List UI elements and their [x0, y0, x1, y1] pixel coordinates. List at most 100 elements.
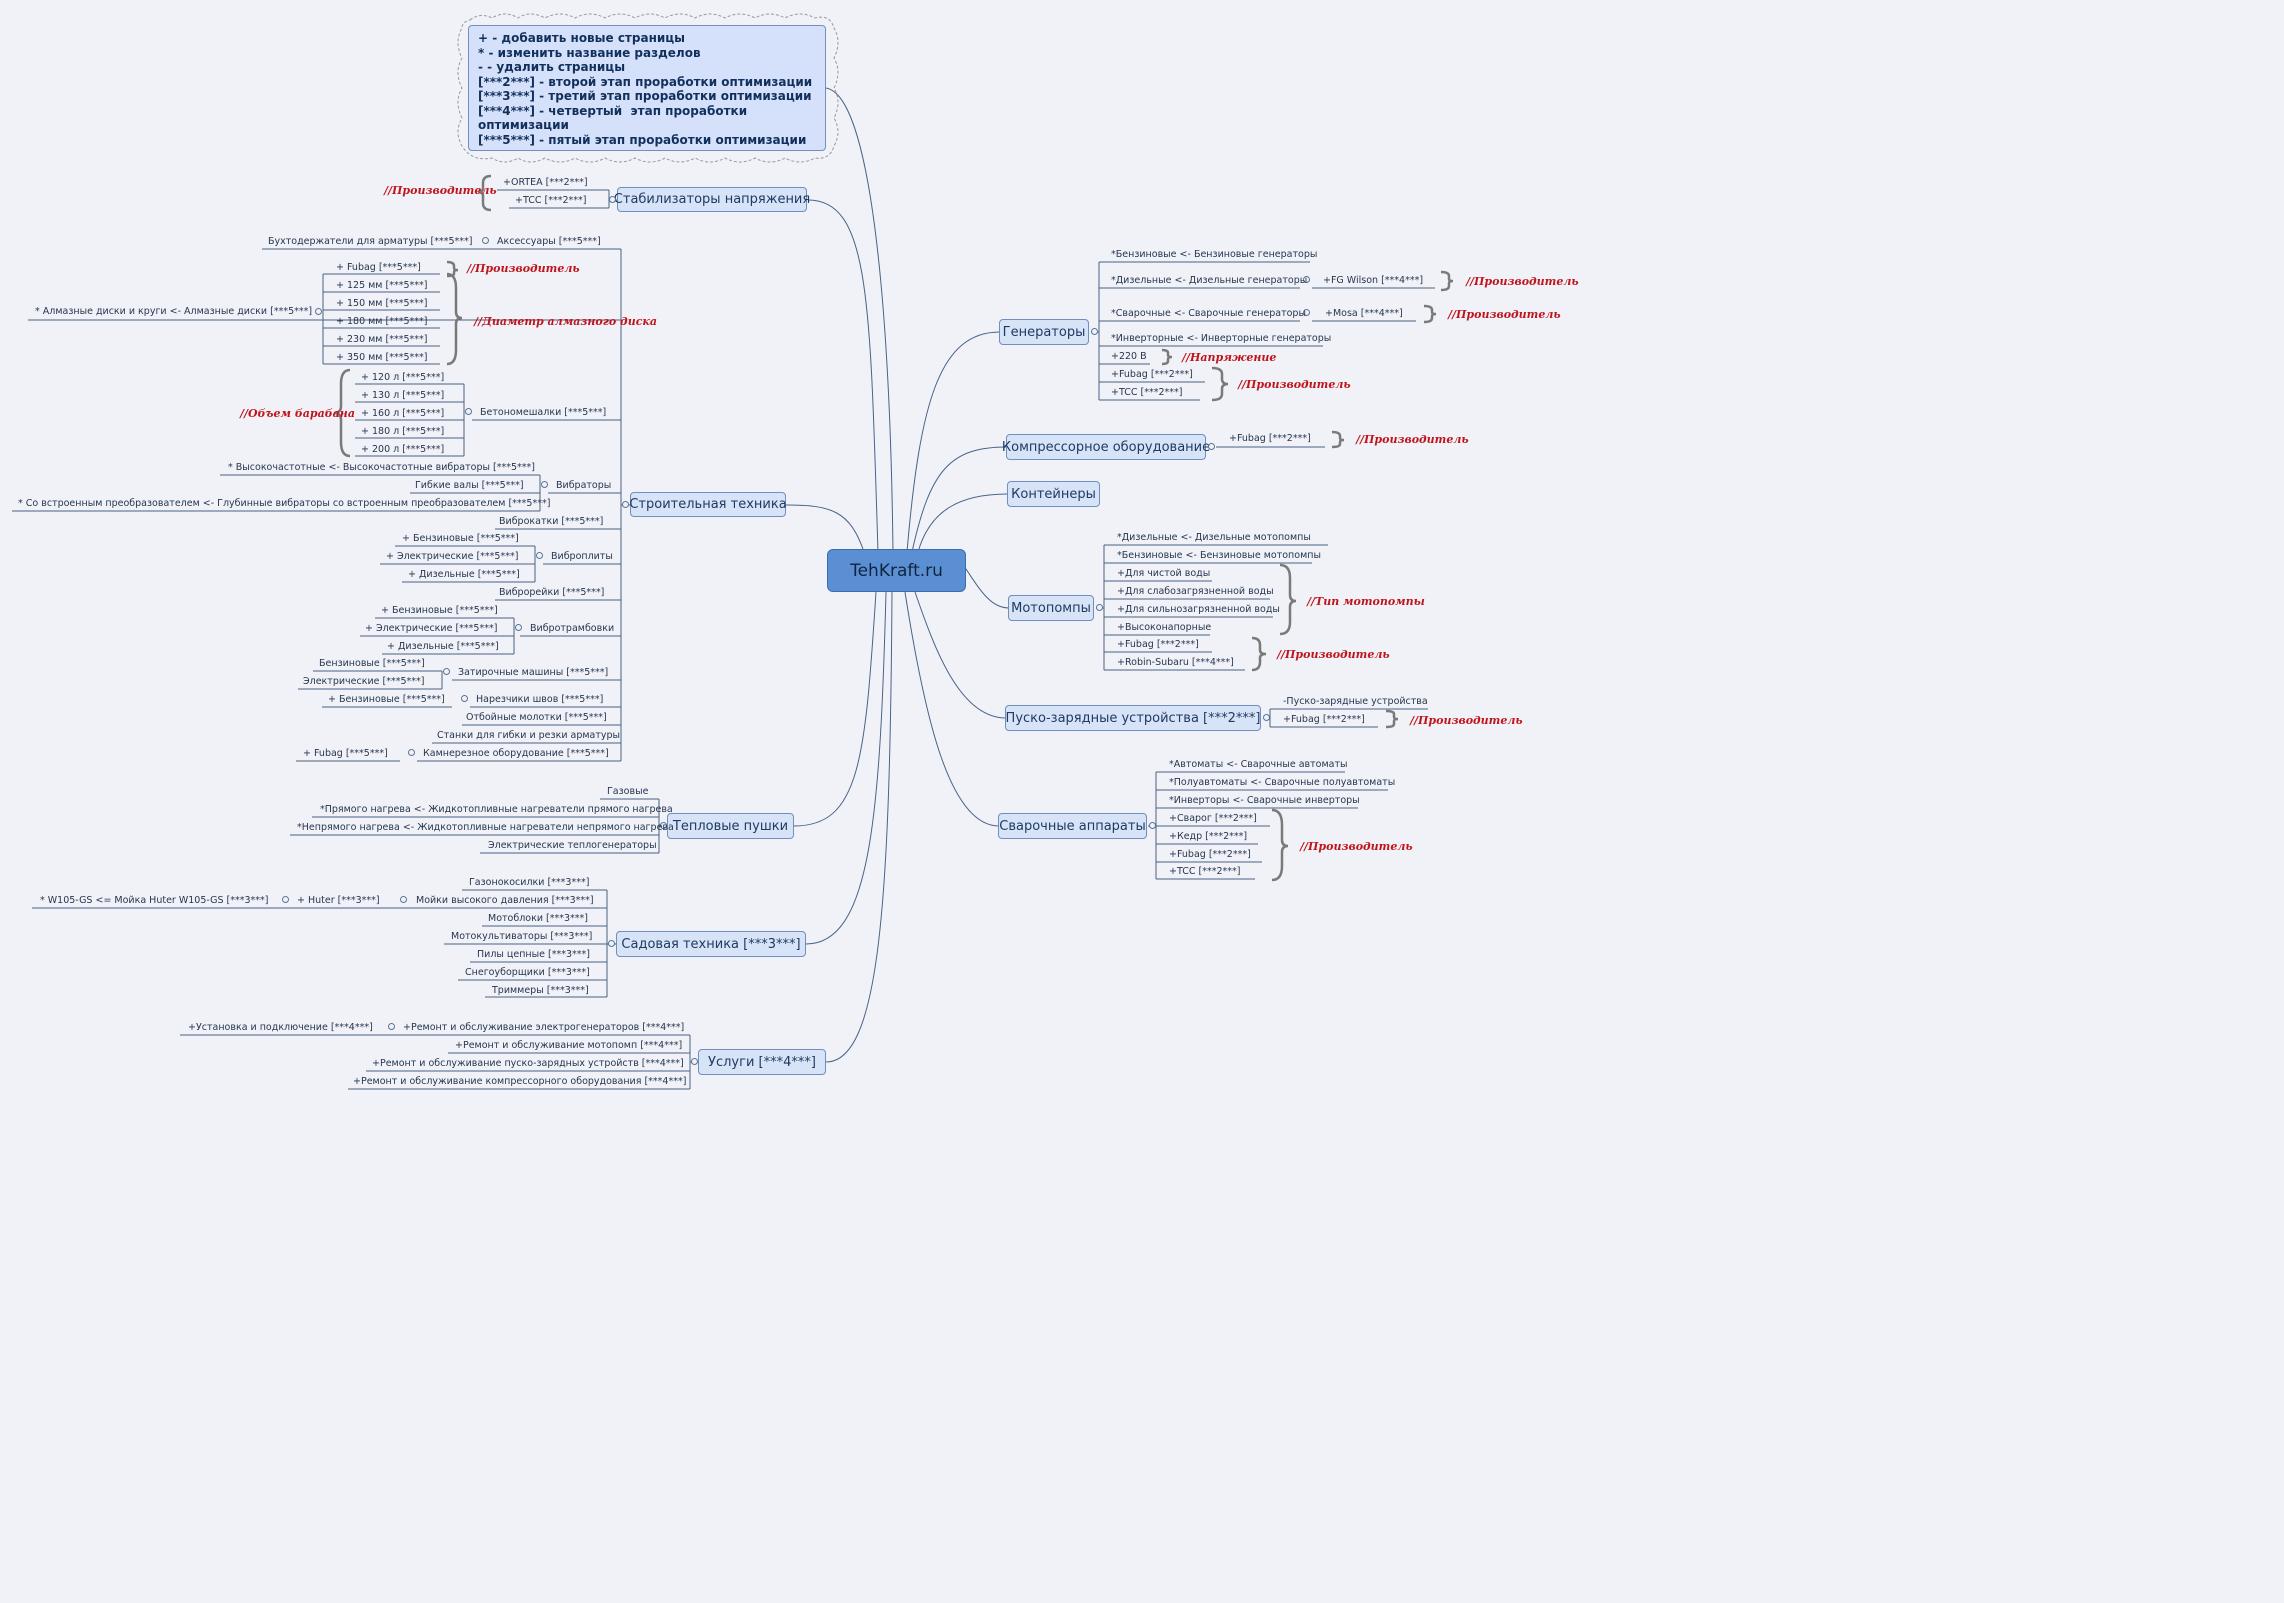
collapse-toggle[interactable]	[609, 196, 616, 203]
construction-item[interactable]: * Алмазные диски и круги <- Алмазные дис…	[35, 306, 313, 317]
generator-item[interactable]: +TCC [***2***]	[1111, 387, 1183, 398]
disc-item[interactable]: + 180 мм [***5***]	[336, 316, 428, 327]
topic-stabilizers[interactable]: Стабилизаторы напряжения	[614, 187, 810, 212]
disc-item[interactable]: + 350 мм [***5***]	[336, 352, 428, 363]
pump-item[interactable]: +Fubag [***2***]	[1117, 639, 1199, 650]
construction-item[interactable]: Вибраторы	[556, 480, 612, 491]
construction-item[interactable]: Бетономешалки [***5***]	[480, 407, 607, 418]
collapse-toggle[interactable]	[388, 1023, 395, 1030]
garden-item[interactable]: * W105-GS <= Мойка Huter W105-GS [***3**…	[40, 895, 269, 906]
collapse-toggle[interactable]	[482, 237, 489, 244]
generator-item[interactable]: *Бензиновые <- Бензиновые генераторы	[1111, 249, 1318, 260]
generator-item[interactable]: *Сварочные <- Сварочные генераторы	[1111, 308, 1306, 319]
vibroplate-item[interactable]: + Электрические [***5***]	[386, 551, 519, 562]
heat-gun-item[interactable]: Газовые	[607, 786, 649, 797]
service-item[interactable]: +Ремонт и обслуживание компрессорного об…	[353, 1076, 687, 1087]
collapse-toggle[interactable]	[465, 408, 472, 415]
construction-item[interactable]: Отбойные молотки [***5***]	[466, 712, 607, 723]
construction-item[interactable]: Нарезчики швов [***5***]	[476, 694, 604, 705]
collapse-toggle[interactable]	[541, 481, 548, 488]
collapse-toggle[interactable]	[315, 308, 322, 315]
collapse-toggle[interactable]	[536, 552, 543, 559]
garden-item[interactable]: Мойки высокого давления [***3***]	[416, 895, 594, 906]
collapse-toggle[interactable]	[443, 668, 450, 675]
collapse-toggle[interactable]	[1149, 822, 1156, 829]
topic-generators[interactable]: Генераторы	[999, 319, 1089, 345]
collapse-toggle[interactable]	[1091, 328, 1098, 335]
generator-item[interactable]: *Дизельные <- Дизельные генераторы	[1111, 275, 1308, 286]
construction-item[interactable]: Бухтодержатели для арматуры [***5***]	[268, 236, 473, 247]
vibrator-item[interactable]: * Высокочастотные <- Высокочастотные виб…	[228, 462, 535, 473]
generator-item[interactable]: +Mosa [***4***]	[1325, 308, 1403, 319]
topic-pumps[interactable]: Мотопомпы	[1008, 595, 1094, 621]
topic-heat-guns[interactable]: Тепловые пушки	[667, 813, 794, 839]
collapse-toggle[interactable]	[622, 501, 629, 508]
vibrator-item[interactable]: * Со встроенным преобразователем <- Глуб…	[18, 498, 551, 509]
welding-item[interactable]: *Инверторы <- Сварочные инверторы	[1169, 795, 1360, 806]
garden-item[interactable]: Мотоблоки [***3***]	[488, 913, 588, 924]
welding-item[interactable]: +Кедр [***2***]	[1169, 831, 1248, 842]
topic-services[interactable]: Услуги [***4***]	[698, 1049, 826, 1075]
pump-item[interactable]: *Дизельные <- Дизельные мотопомпы	[1117, 532, 1311, 543]
mixer-item[interactable]: + 160 л [***5***]	[361, 408, 445, 419]
vibroplate-item[interactable]: + Дизельные [***5***]	[408, 569, 520, 580]
construction-item[interactable]: Виброплиты	[551, 551, 613, 562]
starter-item[interactable]: +Fubag [***2***]	[1283, 714, 1365, 725]
starter-item[interactable]: -Пуско-зарядные устройства	[1283, 696, 1428, 707]
collapse-toggle[interactable]	[1303, 309, 1310, 316]
topic-starters[interactable]: Пуско-зарядные устройства [***2***]	[1005, 705, 1261, 731]
service-item[interactable]: +Установка и подключение [***4***]	[188, 1022, 373, 1033]
pump-item[interactable]: +Robin-Subaru [***4***]	[1117, 657, 1234, 668]
disc-item[interactable]: + 125 мм [***5***]	[336, 280, 428, 291]
generator-item[interactable]: +220 В	[1111, 351, 1147, 362]
heat-gun-item[interactable]: *Непрямого нагрева <- Жидкотопливные наг…	[297, 822, 674, 833]
construction-item[interactable]: Камнерезное оборудование [***5***]	[423, 748, 609, 759]
collapse-toggle[interactable]	[515, 624, 522, 631]
vibrotamper-item[interactable]: + Бензиновые [***5***]	[381, 605, 498, 616]
welding-item[interactable]: *Полуавтоматы <- Сварочные полуавтоматы	[1169, 777, 1396, 788]
collapse-toggle[interactable]	[660, 822, 667, 829]
disc-item[interactable]: + 230 мм [***5***]	[336, 334, 428, 345]
disc-item[interactable]: + 150 мм [***5***]	[336, 298, 428, 309]
compressor-item[interactable]: +Fubag [***2***]	[1229, 433, 1311, 444]
central-topic[interactable]: TehKraft.ru	[827, 549, 966, 592]
service-item[interactable]: +Ремонт и обслуживание электрогенераторо…	[403, 1022, 685, 1033]
garden-item[interactable]: Пилы цепные [***3***]	[477, 949, 590, 960]
collapse-toggle[interactable]	[1096, 604, 1103, 611]
stabilizer-item[interactable]: +ORTEA [***2***]	[503, 177, 588, 188]
pump-item[interactable]: +Для сильнозагрязненной воды	[1117, 604, 1280, 615]
cutter-item[interactable]: + Бензиновые [***5***]	[328, 694, 445, 705]
mixer-item[interactable]: + 180 л [***5***]	[361, 426, 445, 437]
garden-item[interactable]: Мотокультиваторы [***3***]	[451, 931, 593, 942]
generator-item[interactable]: +FG Wilson [***4***]	[1323, 275, 1424, 286]
construction-item[interactable]: Вибротрамбовки	[530, 623, 615, 634]
vibrotamper-item[interactable]: + Дизельные [***5***]	[387, 641, 499, 652]
stone-item[interactable]: + Fubag [***5***]	[303, 748, 388, 759]
garden-item[interactable]: Снегоуборщики [***3***]	[465, 967, 590, 978]
construction-item[interactable]: Затирочные машины [***5***]	[458, 667, 609, 678]
welding-item[interactable]: +Fubag [***2***]	[1169, 849, 1251, 860]
welding-item[interactable]: +Сварог [***2***]	[1169, 813, 1257, 824]
garden-item[interactable]: Триммеры [***3***]	[492, 985, 589, 996]
vibrotamper-item[interactable]: + Электрические [***5***]	[365, 623, 498, 634]
vibrator-item[interactable]: Гибкие валы [***5***]	[415, 480, 524, 491]
topic-construction[interactable]: Строительная техника	[629, 492, 787, 517]
construction-item[interactable]: Станки для гибки и резки арматуры	[437, 730, 621, 741]
collapse-toggle[interactable]	[400, 896, 407, 903]
collapse-toggle[interactable]	[1303, 276, 1310, 283]
pump-item[interactable]: +Для слабозагрязненной воды	[1117, 586, 1274, 597]
topic-welding[interactable]: Сварочные аппараты	[998, 813, 1147, 839]
construction-item[interactable]: Виброкатки [***5***]	[499, 516, 604, 527]
pump-item[interactable]: *Бензиновые <- Бензиновые мотопомпы	[1117, 550, 1321, 561]
mixer-item[interactable]: + 200 л [***5***]	[361, 444, 445, 455]
collapse-toggle[interactable]	[1208, 443, 1215, 450]
stabilizer-item[interactable]: +TCC [***2***]	[515, 195, 587, 206]
collapse-toggle[interactable]	[1263, 714, 1270, 721]
heat-gun-item[interactable]: Электрические теплогенераторы	[488, 840, 657, 851]
garden-item[interactable]: Газонокосилки [***3***]	[469, 877, 590, 888]
pump-item[interactable]: +Высоконапорные	[1117, 622, 1212, 633]
collapse-toggle[interactable]	[608, 940, 615, 947]
vibroplate-item[interactable]: + Бензиновые [***5***]	[402, 533, 519, 544]
construction-item[interactable]: Аксессуары [***5***]	[497, 236, 601, 247]
topic-garden[interactable]: Садовая техника [***3***]	[616, 931, 806, 957]
